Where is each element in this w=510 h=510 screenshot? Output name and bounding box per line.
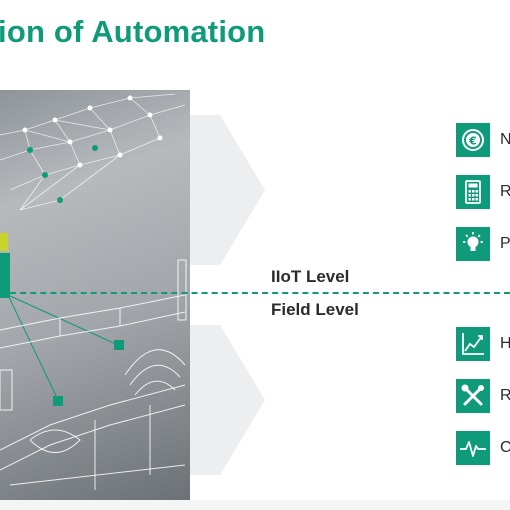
- benefit-label: P: [500, 235, 510, 252]
- chevron-arrows: [190, 115, 265, 475]
- tools-icon: [456, 379, 490, 413]
- trend-chart-icon: [456, 327, 490, 361]
- level-divider-line: [0, 292, 510, 294]
- benefit-label: N: [500, 131, 510, 148]
- lightbulb-icon: [456, 227, 490, 261]
- bottom-strip: [0, 500, 510, 510]
- euro-icon: €: [456, 123, 490, 157]
- benefit-item-lower-2: R: [456, 378, 510, 414]
- benefit-item-upper-2: R: [456, 174, 510, 210]
- heartbeat-icon: [456, 431, 490, 465]
- slide-title: ion of Automation: [0, 14, 266, 49]
- iiot-level-label: IIoT Level: [271, 267, 350, 286]
- svg-text:€: €: [468, 135, 477, 148]
- benefit-item-upper-1: € N: [456, 122, 510, 158]
- field-level-label: Field Level: [271, 300, 359, 319]
- benefit-label: H: [500, 335, 510, 352]
- benefit-item-lower-1: H: [456, 326, 510, 362]
- benefit-item-lower-3: C: [456, 430, 510, 466]
- calculator-icon: [456, 175, 490, 209]
- factory-network-illustration: [0, 90, 190, 500]
- benefit-label: R: [500, 183, 510, 200]
- benefit-label: C: [500, 439, 510, 456]
- benefit-item-upper-3: P: [456, 226, 510, 262]
- benefit-label: R: [500, 387, 510, 404]
